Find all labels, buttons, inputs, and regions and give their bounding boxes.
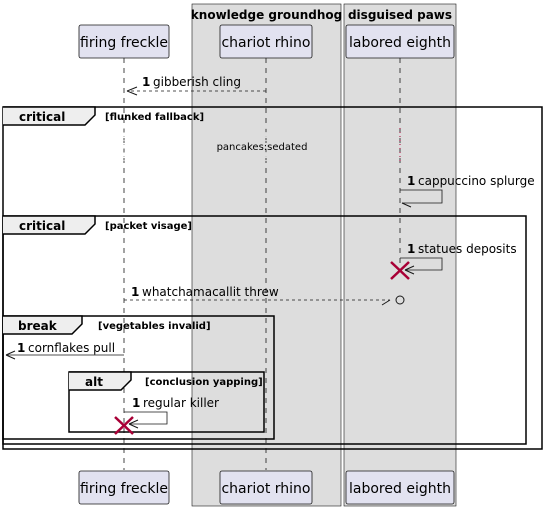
fragment-critical-outer: critical [flunked fallback] [2, 106, 543, 450]
participant-label: firing freckle [80, 481, 168, 497]
message-number: 1 [407, 174, 415, 188]
participant-labored-eighth-top: labored eighth [345, 24, 455, 59]
message-label: statues deposits [418, 242, 517, 256]
fragment-guard: [packet visage] [105, 221, 192, 232]
fragment-keyword: critical [19, 219, 65, 233]
participant-label: labored eighth [349, 35, 451, 51]
participant-firing-freckle-bottom: firing freckle [78, 470, 170, 505]
message-regular-killer: 1 regular killer [114, 396, 219, 435]
destroy-marker-icon [390, 261, 410, 280]
message-number: 1 [17, 341, 25, 355]
fragment-keyword: break [18, 319, 58, 333]
fragment-critical-inner: critical [packet visage] [2, 215, 527, 445]
message-cornflakes-pull: 1 cornflakes pull [5, 341, 124, 360]
fragment-keyword: critical [19, 110, 65, 124]
message-label: cappuccino splurge [418, 174, 535, 188]
fragment-guard: [vegetables invalid] [98, 321, 211, 332]
participant-label: firing freckle [80, 35, 168, 51]
message-number: 1 [132, 396, 140, 410]
message-number: 1 [407, 242, 415, 256]
box-title-knowledge-groundhog: knowledge groundhog [191, 8, 342, 22]
fragment-guard: [conclusion yapping] [145, 377, 263, 388]
message-label: regular killer [143, 396, 219, 410]
message-statues-deposits: 1 statues deposits [390, 242, 517, 280]
message-whatchamacallit-threw: 1 whatchamacallit threw [124, 285, 405, 306]
participant-label: labored eighth [349, 481, 451, 497]
box-title-disguised-paws: disguised paws [348, 8, 452, 22]
message-number: 1 [131, 285, 139, 299]
message-cappuccino-splurge: 1 cappuccino splurge [400, 174, 535, 208]
fragment-break: break [vegetables invalid] [2, 315, 275, 440]
participant-firing-freckle-top: firing freckle [78, 24, 170, 59]
message-gibberish-cling: 1 gibberish cling [126, 75, 266, 96]
participant-label: chariot rhino [221, 481, 310, 497]
fragment-alt: alt [conclusion yapping] [68, 371, 265, 433]
fragment-guard: [flunked fallback] [105, 112, 204, 123]
participant-chariot-rhino-top: chariot rhino [219, 24, 313, 59]
separator-label: pancakes:sedated [217, 142, 308, 153]
separator-pancakes-sedated: pancakes:sedated [123, 128, 401, 162]
message-number: 1 [142, 75, 150, 89]
message-label: cornflakes pull [28, 341, 115, 355]
message-label: gibberish cling [153, 75, 241, 89]
fragment-keyword: alt [85, 375, 103, 389]
destroy-marker-icon [114, 416, 134, 435]
box-knowledge-groundhog: knowledge groundhog [191, 3, 342, 507]
message-label: whatchamacallit threw [142, 285, 279, 299]
box-disguised-paws: disguised paws [343, 3, 457, 507]
participant-label: chariot rhino [221, 35, 310, 51]
lost-message-circle-icon [395, 295, 405, 305]
participant-labored-eighth-bottom: labored eighth [345, 470, 455, 505]
participant-chariot-rhino-bottom: chariot rhino [219, 470, 313, 505]
